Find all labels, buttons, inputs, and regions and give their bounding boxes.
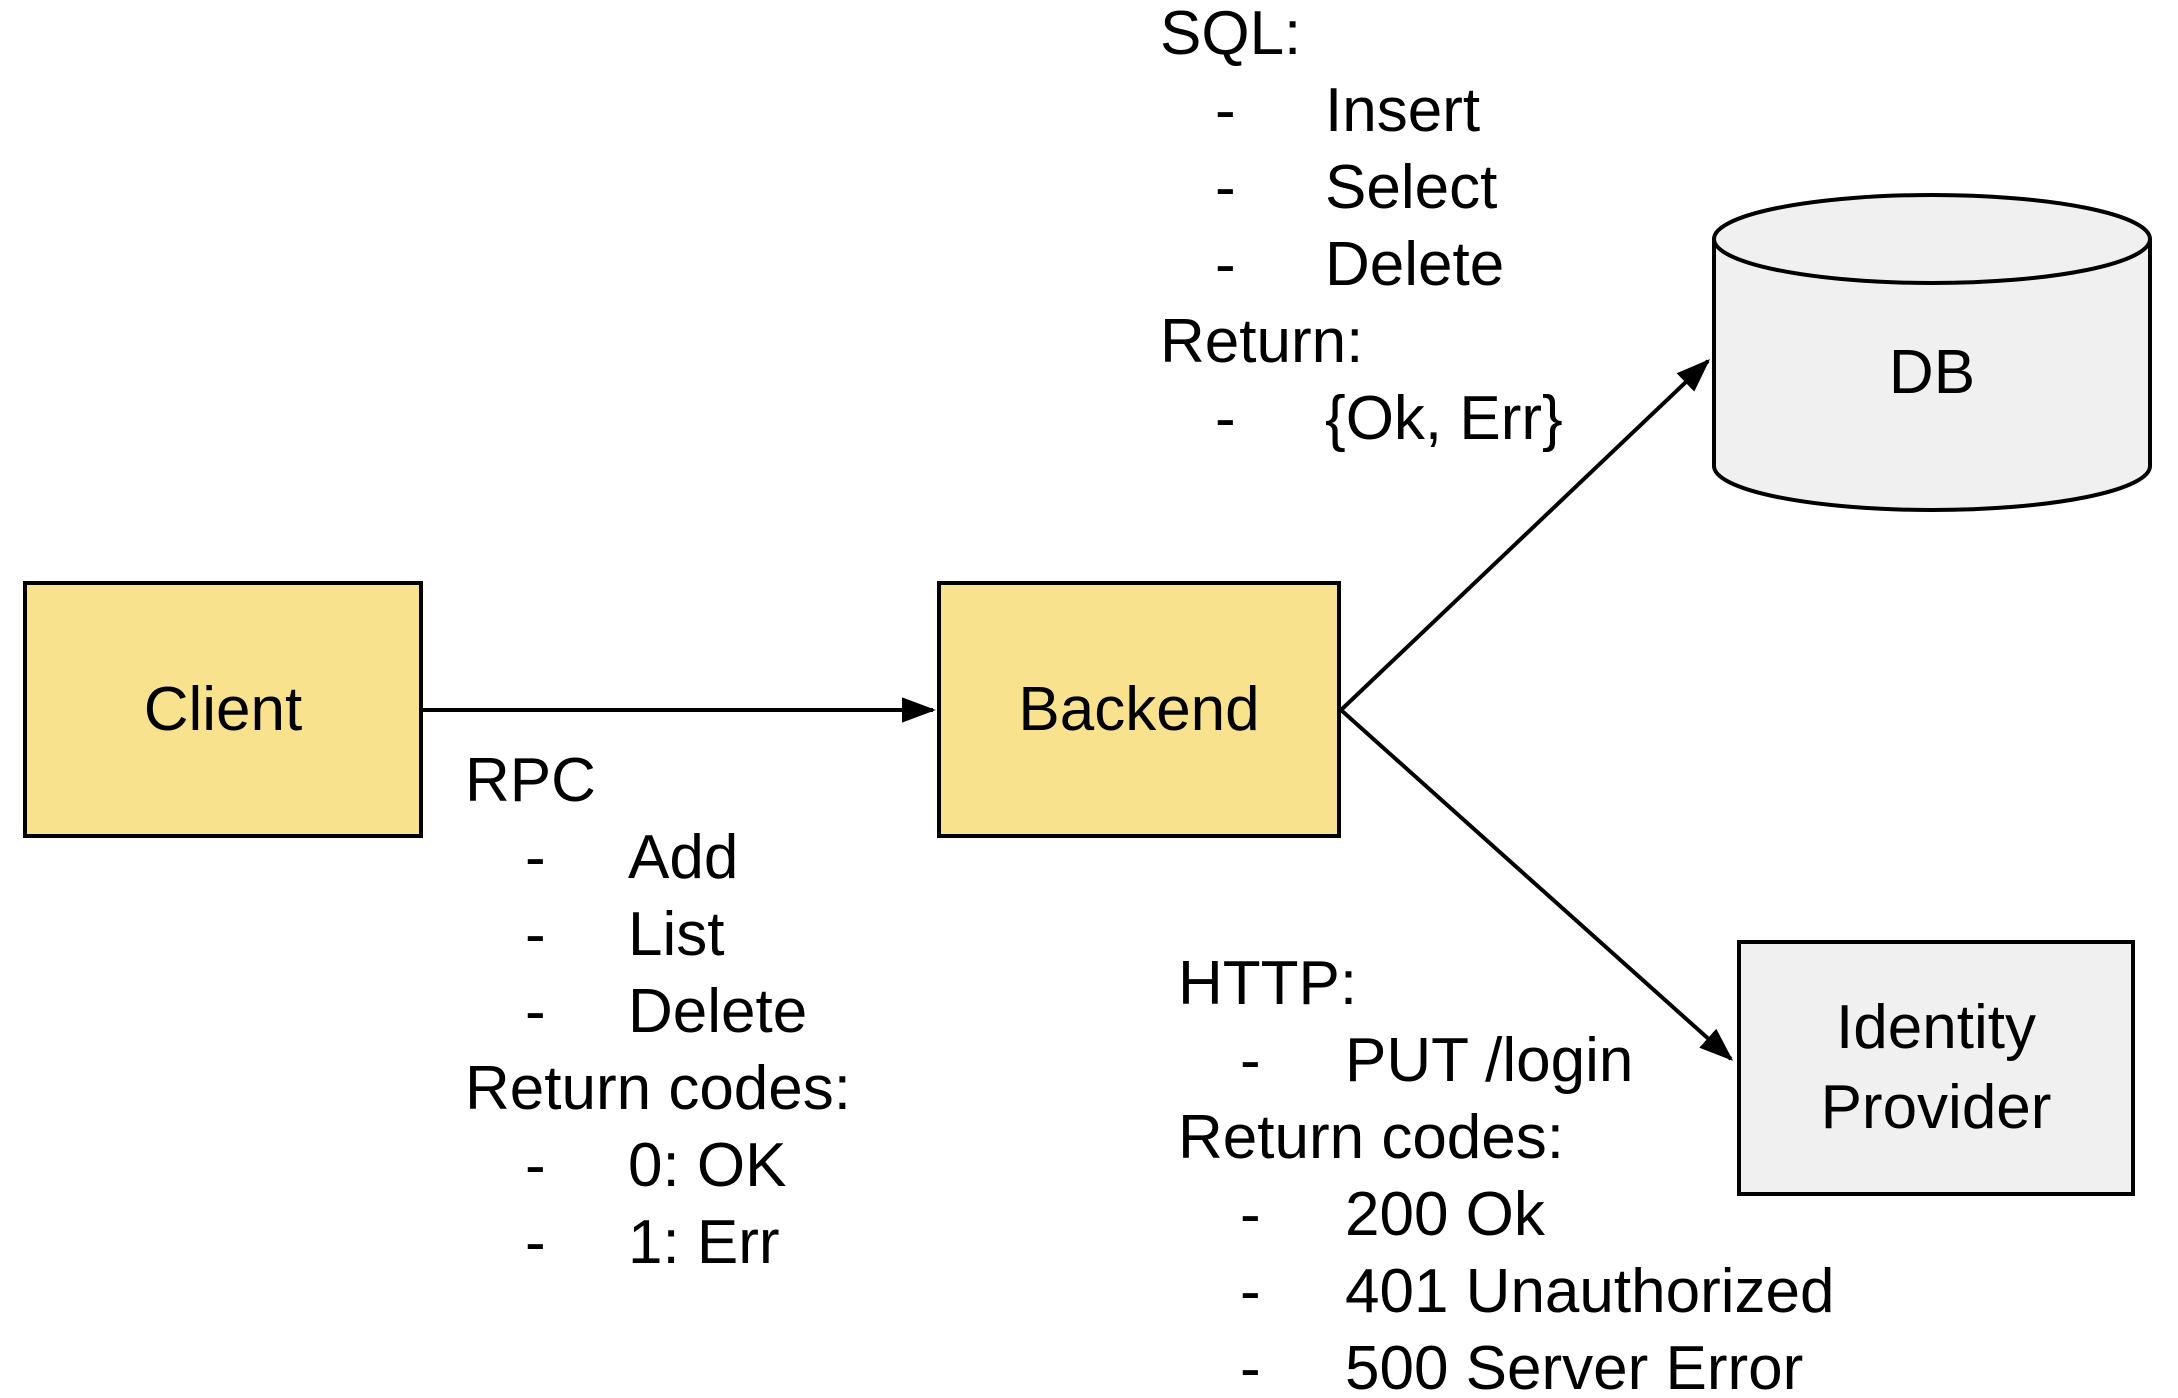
sql-annotation-title: SQL: [1160,0,1302,68]
sql-return-item-text: {Ok, Err} [1325,384,1563,453]
rpc-annotation-return-title: Return codes: [465,1054,851,1123]
bullet-dash: - [1215,230,1236,299]
backend-to-idp-arrow [1339,708,1734,1061]
sql-annotation-return-item: - {Ok, Err} [1160,380,1563,457]
rpc-item-text: Delete [628,977,808,1046]
db-node-label-container: DB [1712,237,2152,507]
http-return-item-text: 401 Unauthorized [1345,1257,1835,1326]
http-return-item-text: 200 Ok [1345,1180,1545,1249]
rpc-item-text: List [628,900,725,969]
rpc-return-item-text: 1: Err [628,1208,780,1277]
backend-node: Backend [937,581,1341,838]
http-annotation-return-item: - 200 Ok [1178,1176,1834,1253]
rpc-item-text: Add [628,823,739,892]
sql-annotation-return-title: Return: [1160,307,1364,376]
rpc-annotation-return-item: - 1: Err [465,1204,851,1281]
client-node-label: Client [143,674,303,744]
bullet-dash: - [525,823,546,892]
http-annotation-item: - PUT /login [1178,1022,1834,1099]
rpc-annotation-item: - List [465,896,851,973]
bullet-dash: - [525,900,546,969]
rpc-return-item-text: 0: OK [628,1131,787,1200]
bullet-dash: - [1240,1257,1261,1326]
bullet-dash: - [1215,153,1236,222]
db-cylinder [1712,193,2152,512]
backend-node-label: Backend [1018,674,1260,744]
bullet-dash: - [525,1208,546,1277]
bullet-dash: - [1240,1026,1261,1095]
rpc-annotation-item: - Add [465,819,851,896]
sql-item-text: Delete [1325,230,1505,299]
bullet-dash: - [1240,1180,1261,1249]
identity-provider-node: Identity Provider [1737,940,2135,1196]
bullet-dash: - [1215,76,1236,145]
client-node: Client [23,581,423,838]
http-item-text: PUT /login [1345,1026,1634,1095]
sql-annotation: SQL: - Insert - Select - Delete Return: - {O… [1160,0,1563,457]
http-return-item-text: 500 Server Error [1345,1334,1804,1398]
rpc-annotation-title: RPC [465,746,596,815]
http-annotation-title: HTTP: [1178,949,1358,1018]
rpc-annotation-item: - Delete [465,973,851,1050]
backend-to-db-arrow [1339,359,1711,712]
rpc-annotation: RPC - Add - List - Delete Return codes: - 0:… [465,742,851,1281]
sql-annotation-item: - Select [1160,149,1563,226]
bullet-dash: - [1240,1334,1261,1398]
http-annotation: HTTP: -PUT /login Return codes: -200 Ok … [1178,945,1834,1398]
sql-annotation-item: - Delete [1160,226,1563,303]
sql-annotation-item: - Insert [1160,72,1563,149]
http-annotation-return-title: Return codes: [1178,1103,1564,1172]
http-annotation-return-item: - 401 Unauthorized [1178,1253,1834,1330]
http-annotation-return-item: - 500 Server Error [1178,1330,1834,1398]
bullet-dash: - [525,977,546,1046]
bullet-dash: - [1215,384,1236,453]
rpc-annotation-return-item: - 0: OK [465,1127,851,1204]
db-cylinder-top-ellipse [1712,238,2152,285]
bullet-dash: - [525,1131,546,1200]
sql-item-text: Select [1325,153,1498,222]
identity-provider-node-label: Identity Provider [1820,993,2052,1142]
db-node-label: DB [1888,337,1976,407]
sql-item-text: Insert [1325,76,1481,145]
